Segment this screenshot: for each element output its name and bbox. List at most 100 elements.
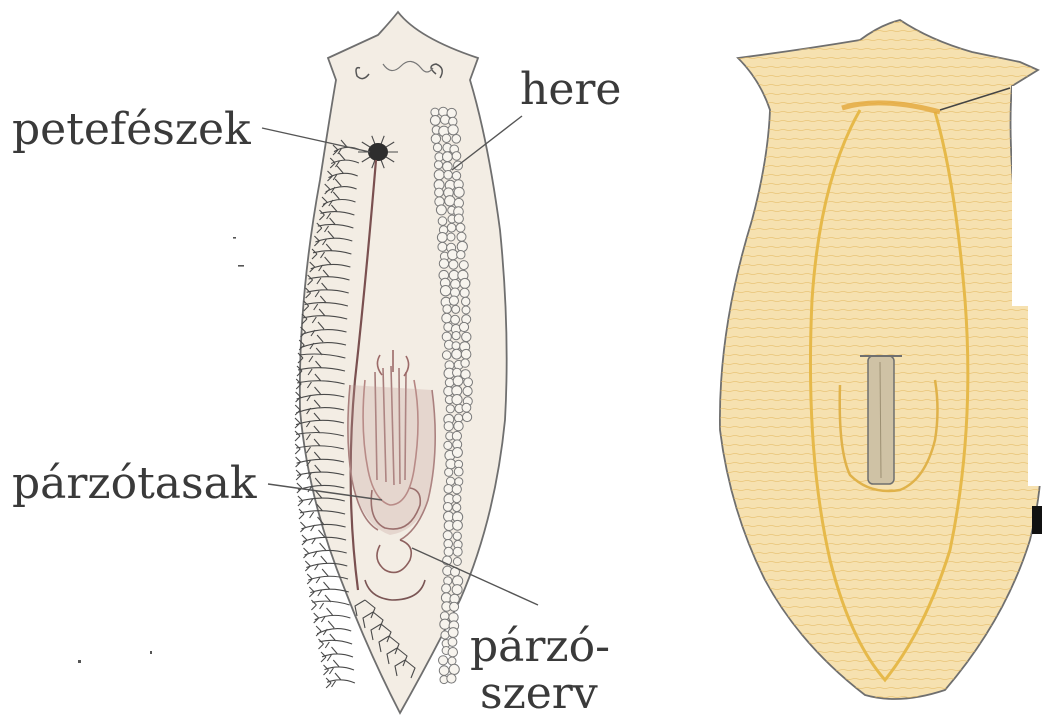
testis-follicle	[452, 349, 462, 359]
testis-follicle	[434, 170, 444, 180]
testis-follicle	[448, 638, 457, 647]
testis-follicle	[452, 342, 460, 350]
testis-follicle	[454, 467, 463, 476]
testis-follicle	[451, 280, 460, 289]
dark-mark	[1032, 506, 1042, 534]
testis-follicle	[451, 315, 460, 324]
label-testis: here	[520, 68, 621, 112]
testis-follicle	[452, 135, 461, 144]
testis-follicle	[452, 585, 462, 595]
testis-follicle	[444, 485, 453, 494]
testis-follicle	[447, 223, 456, 232]
testis-follicle	[452, 431, 461, 440]
white-patch-lower	[1028, 296, 1046, 486]
label-copulatory-organ-line1: párzó-	[470, 625, 610, 669]
testis-follicle	[438, 242, 447, 251]
testis-follicle	[439, 656, 448, 665]
testis-follicle	[436, 205, 446, 215]
testis-follicle	[447, 674, 456, 683]
testis-follicle	[445, 468, 453, 476]
testis-follicle	[444, 511, 454, 521]
testis-follicle	[460, 278, 470, 288]
testis-follicle	[444, 540, 453, 549]
left-worm-body	[300, 12, 507, 713]
testis-follicle	[460, 288, 469, 297]
testis-follicle	[459, 322, 468, 331]
testis-follicle	[434, 161, 442, 169]
testis-follicle	[444, 547, 453, 556]
testis-follicle	[444, 422, 453, 431]
testis-follicle	[448, 125, 458, 135]
testis-follicle	[456, 223, 465, 232]
testis-follicle	[435, 188, 444, 197]
white-patch-right	[1012, 86, 1046, 306]
vitelline-branch	[319, 634, 353, 649]
label-ovary: petefészek	[12, 108, 251, 152]
testis-follicle	[443, 305, 451, 313]
testis-follicle	[457, 241, 467, 251]
ovary	[368, 143, 388, 161]
testis-follicle	[453, 376, 463, 386]
testis-follicle	[454, 187, 464, 197]
testis-follicle	[457, 251, 465, 259]
testis-follicle	[454, 421, 463, 430]
testis-follicle	[452, 448, 462, 458]
testis-follicle	[439, 666, 449, 676]
testis-follicle	[462, 297, 470, 305]
testis-follicle	[433, 143, 441, 151]
testis-follicle	[461, 349, 471, 359]
testis-follicle	[453, 503, 461, 511]
testis-follicle	[439, 259, 448, 268]
testis-follicle	[452, 485, 461, 494]
right-flatworm-illustration	[720, 20, 1046, 699]
testis-follicle	[448, 648, 457, 657]
testis-follicle	[462, 403, 471, 412]
testis-follicle	[430, 116, 440, 126]
testis-follicle	[442, 134, 450, 142]
testis-follicle	[454, 214, 463, 223]
testis-follicle	[453, 495, 461, 503]
testis-follicle	[446, 405, 454, 413]
testis-follicle	[437, 233, 447, 243]
vitelline-branch	[314, 608, 351, 623]
testis-follicle	[449, 664, 459, 674]
stray-marks	[78, 237, 244, 663]
testis-follicle	[449, 296, 458, 305]
testis-follicle	[442, 313, 452, 323]
testis-follicle	[452, 395, 462, 405]
testis-follicle	[453, 547, 462, 556]
testis-follicle	[462, 332, 471, 341]
testis-follicle	[448, 628, 458, 638]
vitelline-branch	[316, 621, 351, 636]
testis-follicle	[442, 351, 451, 360]
testis-follicle	[443, 152, 453, 162]
testis-follicle	[443, 531, 452, 540]
vitelline-branch	[311, 595, 349, 610]
testis-follicle	[442, 584, 451, 593]
vitelline-branch	[324, 660, 355, 675]
left-flatworm-illustration	[295, 12, 507, 713]
testis-follicle	[450, 602, 459, 611]
vitelline-branch	[326, 673, 355, 688]
label-copulatory-organ-line2: szerv	[480, 672, 598, 716]
testis-follicle	[443, 503, 452, 512]
testis-follicle	[431, 134, 440, 143]
testis-follicle	[444, 441, 452, 449]
testis-follicle	[461, 359, 469, 367]
testis-follicle	[447, 233, 455, 241]
testis-follicle	[457, 232, 466, 241]
vitelline-branch	[321, 647, 353, 662]
testis-follicle	[445, 378, 454, 387]
testis-follicle	[453, 520, 463, 530]
testis-follicle	[445, 196, 455, 206]
testis-follicle	[459, 261, 468, 270]
testis-follicle	[453, 558, 461, 566]
testis-follicle	[453, 532, 461, 540]
testis-follicle	[463, 412, 472, 421]
testis-follicle	[464, 378, 473, 387]
testis-follicle	[462, 306, 470, 314]
testis-follicle	[438, 217, 447, 226]
label-copulatory-sac: párzótasak	[12, 462, 257, 506]
testis-follicle	[440, 286, 450, 296]
